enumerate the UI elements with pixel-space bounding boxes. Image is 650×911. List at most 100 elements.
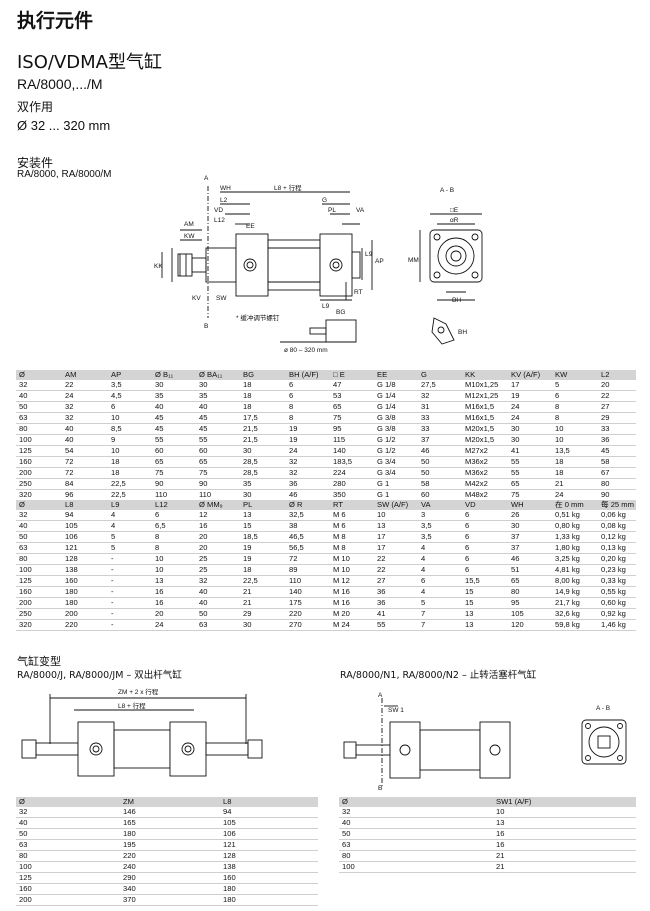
table-cell: 6 [462, 520, 508, 532]
svg-text:A: A [204, 175, 209, 182]
table-cell: 18 [240, 564, 286, 576]
table-cell: 9 [108, 434, 152, 446]
table-cell: 3,5 [418, 520, 462, 532]
dimensions-table-1: Ø AM AP Ø B₁₁ Ø BA₁₁ BG BH (A/F) □ E EE … [16, 370, 636, 501]
table-cell: 21,5 [240, 423, 286, 435]
table-cell: 80 [598, 478, 636, 490]
table-cell: M36x2 [462, 456, 508, 468]
svg-text:WH: WH [220, 185, 231, 192]
product-title: ISO/VDMA型气缸 [17, 52, 162, 73]
svg-text:L9: L9 [322, 303, 330, 310]
table-cell: M 6 [330, 510, 374, 521]
table-cell: 6 [286, 380, 330, 391]
table-cell: 50 [196, 608, 240, 620]
table-cell: 55 [374, 619, 418, 631]
sw1-label: SW 1 [388, 707, 404, 714]
col-header: Ø [339, 797, 493, 807]
table-cell: 250 [16, 608, 62, 620]
table-cell: 20 [152, 608, 196, 620]
bore-range: Ø 32 ... 320 mm [17, 118, 111, 133]
table-cell: 72 [286, 553, 330, 565]
table-cell: 4 [418, 542, 462, 554]
table-cell: 10 [108, 445, 152, 457]
col-header: Ø [16, 500, 62, 510]
svg-text:BH: BH [452, 297, 461, 304]
col-header: KW [552, 370, 598, 380]
table-cell: 15,5 [462, 575, 508, 587]
table-cell: 36 [374, 586, 418, 598]
table-cell: 45 [196, 412, 240, 424]
table-cell: 75 [152, 467, 196, 479]
table-cell: 96 [62, 489, 108, 501]
svg-text:MM: MM [408, 257, 419, 264]
table-cell: 63 [16, 542, 62, 554]
table-cell: 6 [462, 542, 508, 554]
mounting-subtitle: RA/8000, RA/8000/M [17, 169, 112, 180]
table-cell: 29 [598, 412, 636, 424]
col-header: PL [240, 500, 286, 510]
table-cell: 4 [418, 553, 462, 565]
table-cell: 160 [62, 575, 108, 587]
table-cell: 30 [240, 619, 286, 631]
table-cell: 95 [508, 597, 552, 609]
table-cell: 13 [493, 817, 636, 829]
table-cell: 6 [418, 575, 462, 587]
cylinder-technical-drawing: A B WH L8 + 行程 L2 VD L12 AM KW EE G PL V… [154, 175, 483, 354]
table-cell: M12x1,25 [462, 390, 508, 402]
table-cell: 3,5 [418, 531, 462, 543]
table-cell: 138 [220, 861, 318, 873]
table-cell: M 8 [330, 531, 374, 543]
table-cell: 224 [330, 467, 374, 479]
table-cell: 63 [339, 839, 493, 851]
table-cell: 40 [152, 401, 196, 413]
table-cell: 160 [16, 586, 62, 598]
label-b: B [378, 785, 382, 790]
table-cell: 7 [418, 619, 462, 631]
col-header: KK [462, 370, 508, 380]
table-cell: 200 [16, 467, 62, 479]
table-cell: - [108, 586, 152, 598]
svg-text:αR: αR [450, 217, 459, 224]
table-cell: 165 [120, 817, 220, 829]
table-cell: 16 [152, 586, 196, 598]
table-cell: 10 [493, 807, 636, 818]
table-cell: - [108, 608, 152, 620]
table-cell: 180 [220, 894, 318, 906]
table-cell: 32 [286, 456, 330, 468]
table-cell: M 8 [330, 542, 374, 554]
l8-note: L8 + 行程 [118, 701, 146, 710]
col-header: BG [240, 370, 286, 380]
table-cell: 75 [508, 489, 552, 501]
table-cell: 18 [240, 390, 286, 402]
product-model: RA/8000,.../M [17, 76, 103, 92]
table-cell: 90 [152, 478, 196, 490]
table-cell: 10 [374, 510, 418, 521]
table-cell: 27 [598, 401, 636, 413]
table-cell: 1,46 kg [598, 619, 636, 631]
svg-text:L9: L9 [365, 251, 373, 258]
table-cell: 89 [286, 564, 330, 576]
table-cell: 63 [196, 619, 240, 631]
table-cell: 58 [418, 478, 462, 490]
table-cell: 30 [508, 434, 552, 446]
table-cell: 8 [286, 412, 330, 424]
table-cell: 6,5 [152, 520, 196, 532]
svg-text:VD: VD [214, 207, 223, 214]
table-header-row: Ø SW1 (A/F) [339, 797, 636, 807]
table-cell: 63 [16, 839, 120, 851]
table-cell: 27 [374, 575, 418, 587]
table-cell: 46 [286, 489, 330, 501]
table-cell: 5 [552, 380, 598, 391]
table-cell: 13 [240, 510, 286, 521]
table-cell: 125 [16, 872, 120, 884]
table-cell: 32,6 kg [552, 608, 598, 620]
table-cell: G 3/4 [374, 456, 418, 468]
col-header: □ E [330, 370, 374, 380]
table-cell: 17 [374, 531, 418, 543]
svg-text:BG: BG [336, 309, 345, 316]
